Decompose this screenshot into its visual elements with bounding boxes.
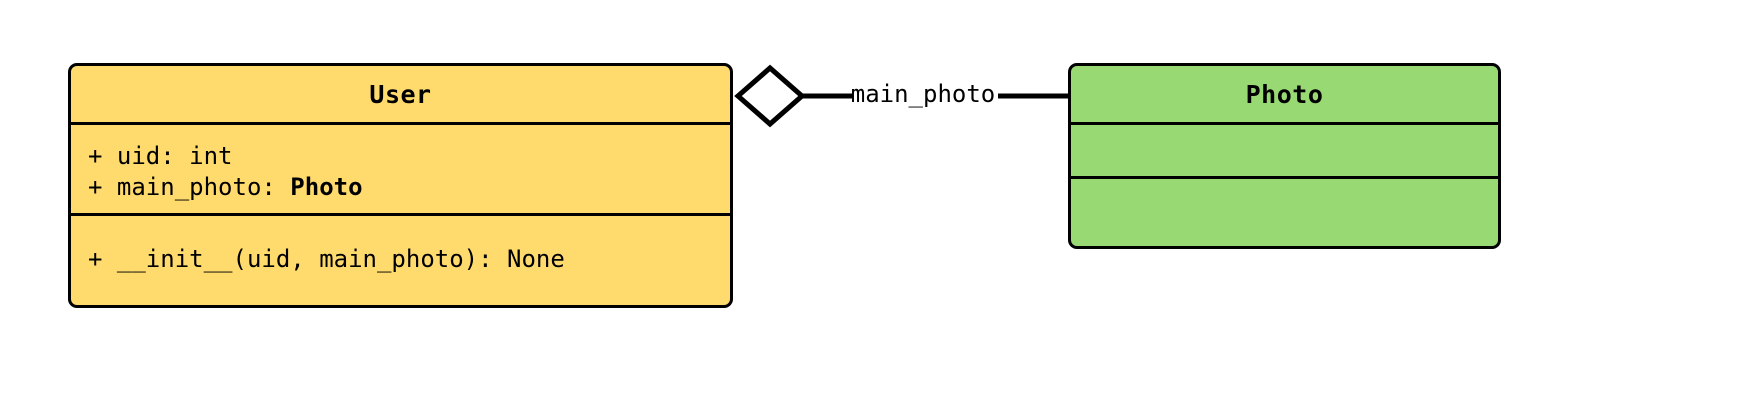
class-methods-compartment-photo	[1071, 176, 1498, 243]
method-init: + __init__(uid, main_photo): None	[88, 244, 565, 273]
association-label-main-photo: main_photo	[850, 80, 996, 108]
class-methods-compartment-user: + __init__(uid, main_photo): None	[71, 213, 730, 302]
attribute-main-photo-prefix: + main_photo:	[88, 173, 291, 201]
attribute-main-photo-type: Photo	[290, 173, 363, 201]
uml-class-user[interactable]: User + uid: int + main_photo: Photo + __…	[68, 63, 733, 308]
attribute-main-photo: + main_photo: Photo	[88, 172, 730, 203]
class-title-compartment-user: User	[71, 66, 730, 122]
aggregation-diamond-icon	[734, 64, 806, 128]
class-name-user: User	[369, 79, 432, 109]
class-attributes-compartment-photo	[1071, 122, 1498, 176]
uml-class-photo[interactable]: Photo	[1068, 63, 1501, 249]
class-title-compartment-photo: Photo	[1071, 66, 1498, 122]
attribute-uid: + uid: int	[88, 142, 233, 170]
aggregation-connector-user-photo[interactable]	[733, 60, 1068, 132]
class-name-photo: Photo	[1245, 79, 1324, 109]
class-attributes-compartment-user: + uid: int + main_photo: Photo	[71, 122, 730, 213]
